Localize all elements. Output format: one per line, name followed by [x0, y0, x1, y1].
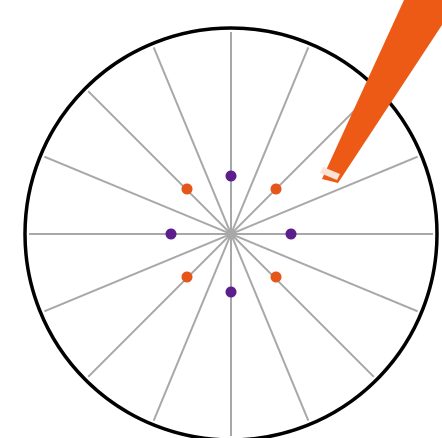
- dot-right: [286, 229, 297, 240]
- dot-bottom: [226, 287, 237, 298]
- dot-upper-right: [271, 184, 282, 195]
- dot-upper-left: [182, 184, 193, 195]
- dot-lower-right: [271, 272, 282, 283]
- pencil-body: [322, 0, 442, 183]
- pencil-icon: [320, 0, 442, 183]
- dot-top: [226, 171, 237, 182]
- dot-lower-left: [182, 272, 193, 283]
- dot-left: [166, 229, 177, 240]
